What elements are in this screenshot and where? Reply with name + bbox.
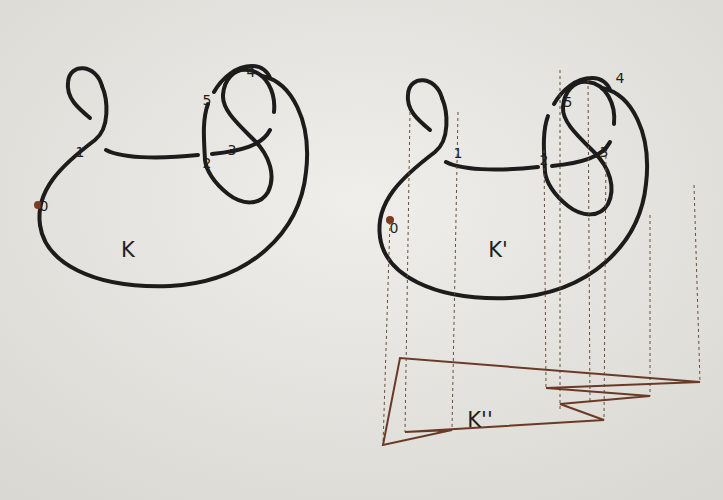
knot-k-curve	[39, 66, 307, 286]
crossing-number: 4	[616, 71, 625, 85]
projection-lines	[383, 70, 700, 445]
crossing-number: 1	[454, 146, 463, 160]
crossing-number: 0	[390, 221, 399, 235]
crossing-number: 4	[247, 65, 256, 79]
knot-name: K''	[467, 410, 492, 431]
crossing-number: 2	[203, 156, 212, 170]
knot-name: K'	[488, 240, 508, 261]
projection-profile	[383, 358, 700, 445]
crossing-number: 0	[40, 199, 49, 213]
knot-name: K	[121, 240, 135, 261]
crossing-number: 5	[203, 93, 212, 107]
crossing-number: 5	[564, 95, 573, 109]
crossing-number: 1	[76, 145, 85, 159]
crossing-number: 2	[540, 153, 549, 167]
crossing-number: 3	[600, 145, 609, 159]
crossing-number: 3	[228, 143, 237, 157]
knot-k-prime-curve	[379, 78, 647, 298]
